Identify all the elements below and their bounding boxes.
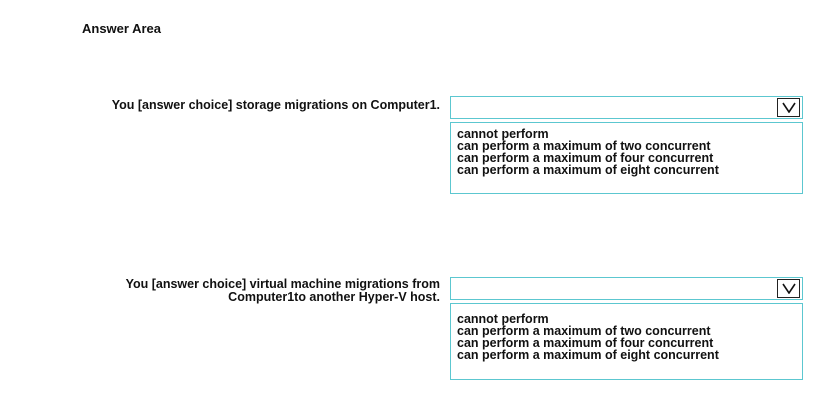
dropdown-select-box-2[interactable] — [450, 277, 803, 300]
dropdown-option[interactable]: cannot perform — [457, 312, 549, 326]
question-2-text: You [answer choice] virtual machine migr… — [125, 277, 440, 304]
answer-dropdown-2[interactable]: cannot perform can perform a maximum of … — [450, 277, 803, 380]
dropdown-options-list-2: cannot perform can perform a maximum of … — [450, 303, 803, 380]
dropdown-option[interactable]: can perform a maximum of two concurrent — [457, 324, 711, 338]
dropdown-option[interactable]: can perform a maximum of four concurrent — [457, 336, 714, 350]
dropdown-options-list-1: cannot perform can perform a maximum of … — [450, 122, 803, 194]
dropdown-select-box-1[interactable] — [450, 96, 803, 119]
dropdown-option[interactable]: can perform a maximum of eight concurren… — [457, 348, 719, 362]
answer-dropdown-1[interactable]: cannot perform can perform a maximum of … — [450, 96, 803, 194]
answer-area-title: Answer Area — [82, 21, 161, 36]
dropdown-option[interactable]: cannot perform — [457, 127, 549, 141]
chevron-down-icon — [781, 102, 796, 113]
dropdown-toggle-button-1[interactable] — [777, 98, 800, 117]
dropdown-option[interactable]: can perform a maximum of two concurrent — [457, 139, 711, 153]
chevron-down-icon — [781, 283, 796, 294]
dropdown-toggle-button-2[interactable] — [777, 279, 800, 298]
question-1-text: You [answer choice] storage migrations o… — [111, 98, 440, 112]
dropdown-option[interactable]: can perform a maximum of eight concurren… — [457, 163, 719, 177]
dropdown-option[interactable]: can perform a maximum of four concurrent — [457, 151, 714, 165]
